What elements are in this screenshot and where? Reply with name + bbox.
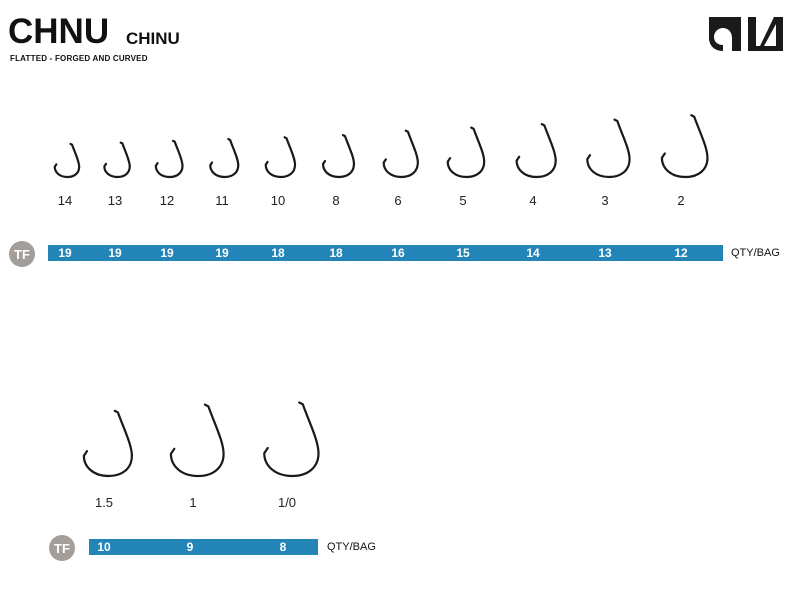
product-subtitle: CHINU — [126, 29, 180, 48]
hook-size-14-icon — [53, 142, 81, 179]
row1-size-label: 5 — [459, 193, 467, 208]
row1-qty-value: 18 — [271, 246, 285, 260]
row1-size-label: 12 — [159, 193, 175, 208]
row2-qty-value: 8 — [279, 540, 287, 554]
hook-size-12-icon — [154, 139, 184, 179]
hook-size-10-icon — [264, 136, 297, 179]
row1-qty-value: 16 — [391, 246, 405, 260]
tf-badge-row2: TF — [49, 535, 75, 561]
row1-qty-value: 19 — [58, 246, 72, 260]
product-description: FLATTED - FORGED AND CURVED — [10, 54, 148, 63]
row1-size-label: 6 — [394, 193, 402, 208]
row2-qty-value: 10 — [97, 540, 111, 554]
hook-size-8-icon — [321, 134, 356, 179]
row1-size-label: 11 — [215, 193, 229, 208]
tf-badge-row1: TF — [9, 241, 35, 267]
row1-qty-value: 19 — [215, 246, 229, 260]
hook-size-4-icon — [515, 122, 557, 179]
product-title: CHNU — [8, 12, 110, 51]
row1-size-label: 14 — [57, 193, 73, 208]
row1-qty-value: 15 — [456, 246, 470, 260]
hook-size-6-icon — [382, 129, 419, 179]
hook-size-5-icon — [446, 126, 486, 179]
row2-qty-value: 9 — [186, 540, 194, 554]
row1-qty-value: 12 — [674, 246, 688, 260]
row1-size-label: 8 — [332, 193, 340, 208]
row1-size-label: 2 — [677, 193, 685, 208]
hook-size-13-icon — [103, 141, 131, 179]
qty-bar-row1: 19 19 19 19 18 18 16 15 14 13 12 — [48, 245, 723, 261]
row1-qty-value: 13 — [598, 246, 612, 260]
hook-size-1-0-icon — [263, 401, 320, 478]
hook-size-11-icon — [209, 137, 240, 179]
row2-size-label: 1 — [189, 495, 197, 510]
hook-brand-logo-icon — [709, 17, 783, 51]
row1-qty-value: 19 — [160, 246, 174, 260]
row1-size-label: 4 — [529, 193, 537, 208]
qty-bar-row2: 10 9 8 — [89, 539, 318, 555]
row1-size-label: 3 — [601, 193, 609, 208]
row1-size-label: 13 — [107, 193, 123, 208]
hook-size-2-icon — [660, 114, 709, 179]
row1-qty-value: 14 — [526, 246, 540, 260]
qty-unit-row2: QTY/BAG — [327, 541, 376, 553]
hook-size-3-icon — [586, 118, 631, 179]
hook-size-1.5-icon — [82, 409, 134, 478]
row1-qty-value: 19 — [108, 246, 122, 260]
hook-size-1-icon — [169, 403, 225, 478]
row2-size-label: 1/0 — [277, 495, 297, 510]
row1-size-label: 10 — [270, 193, 286, 208]
row2-size-label: 1.5 — [94, 495, 114, 510]
qty-unit-row1: QTY/BAG — [731, 247, 780, 259]
row1-qty-value: 18 — [329, 246, 343, 260]
